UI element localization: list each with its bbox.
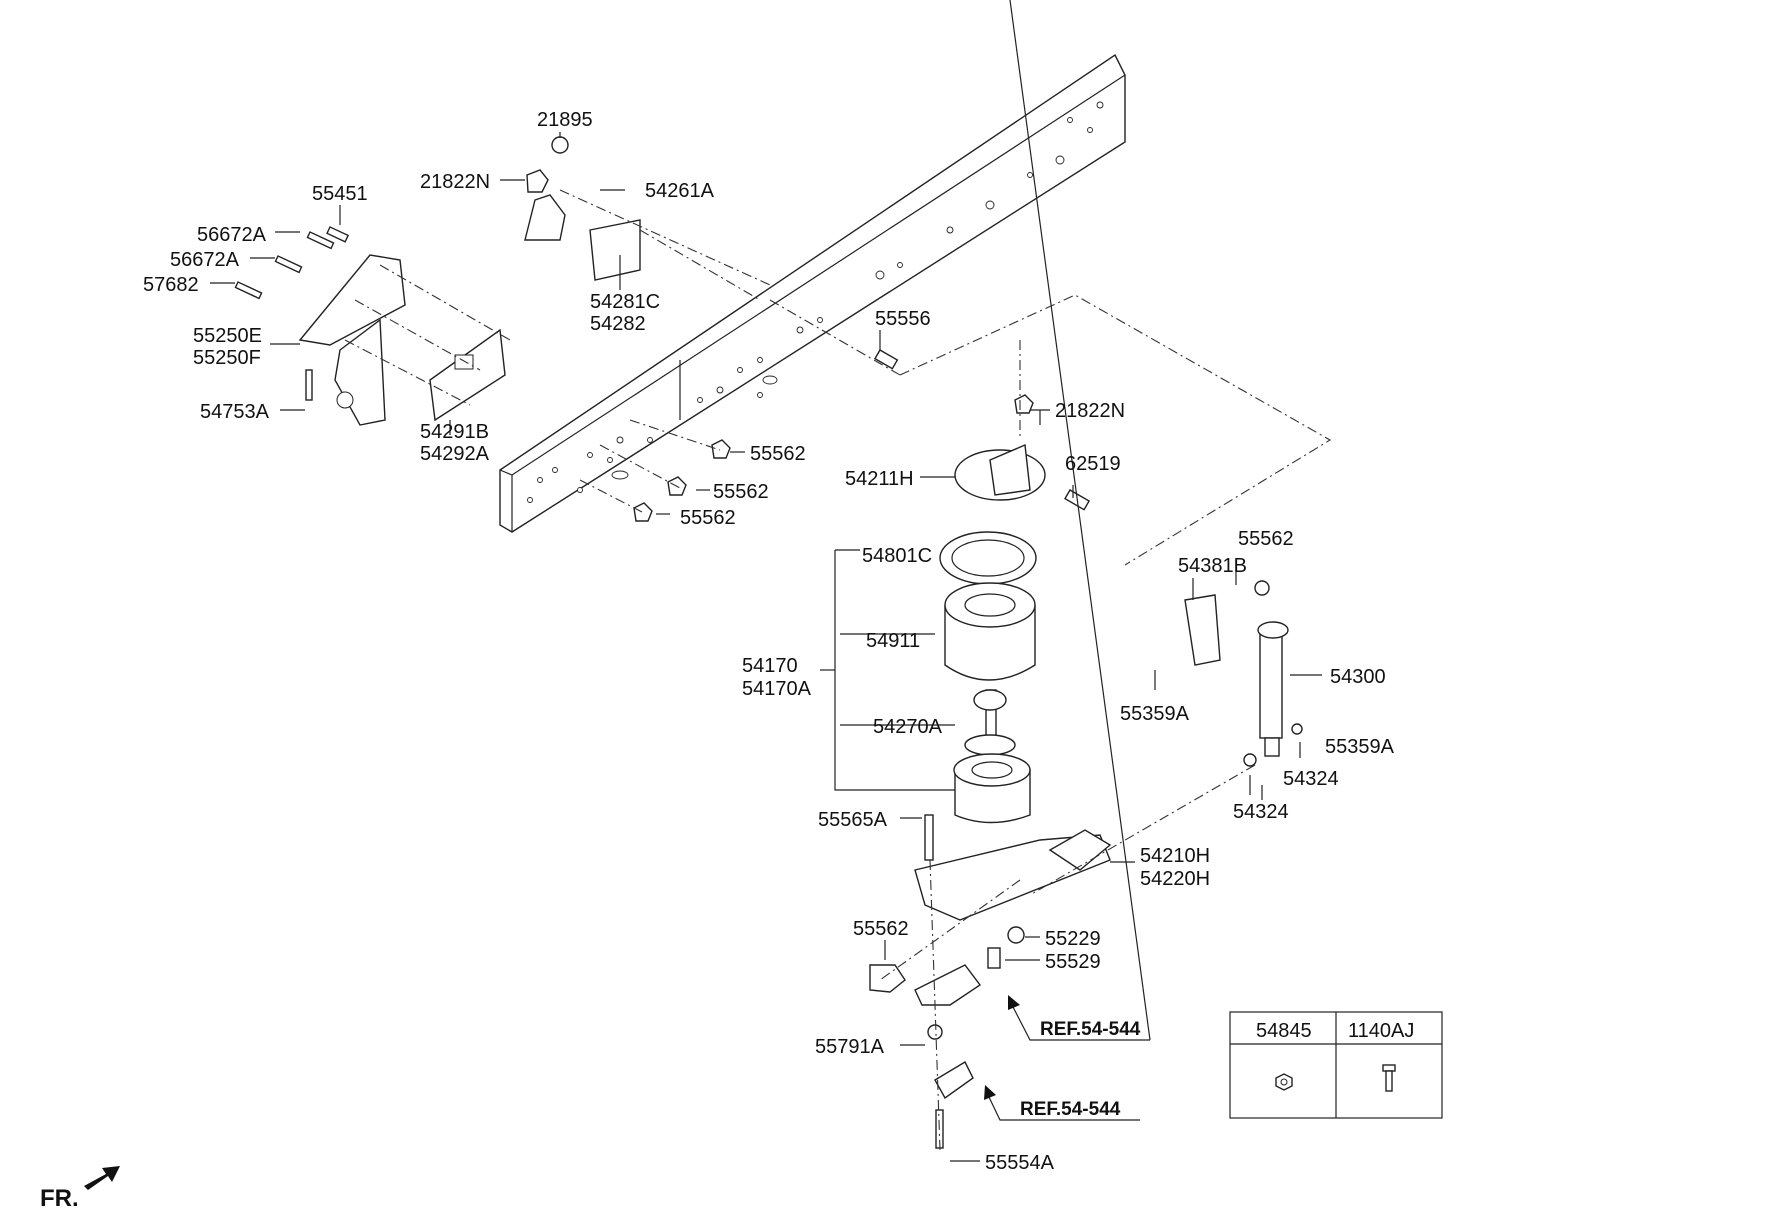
label-55554a: 55554A <box>985 1152 1055 1174</box>
label-55451: 55451 <box>312 183 368 205</box>
label-54801c: 54801C <box>862 545 932 567</box>
label-ref-54-544-2: REF.54-544 <box>1020 1099 1121 1120</box>
label-55229: 55229 <box>1045 928 1101 950</box>
label-54210h: 54210H <box>1140 845 1210 867</box>
label-54753a: 54753A <box>200 401 270 423</box>
label-55250e: 55250E <box>193 325 262 347</box>
label-ref-54-544-1: REF.54-544 <box>1040 1019 1141 1040</box>
label-54170: 54170 <box>742 655 798 677</box>
label-54324-1: 54324 <box>1283 768 1339 790</box>
front-hanger-bracket <box>298 254 506 426</box>
label-21822n-top: 21822N <box>420 171 490 193</box>
leader-lines <box>210 132 1322 1162</box>
label-55791a: 55791A <box>815 1036 885 1058</box>
label-55250f: 55250F <box>193 347 261 369</box>
bolt-icon <box>1382 1064 1396 1072</box>
label-54292a: 54292A <box>420 443 490 465</box>
label-55562-1: 55562 <box>750 443 806 465</box>
label-57682: 57682 <box>143 274 199 296</box>
label-54282: 54282 <box>590 313 646 335</box>
label-54324-2: 54324 <box>1233 801 1289 823</box>
label-55562-4: 55562 <box>1238 528 1294 550</box>
label-55359a-2: 55359A <box>1325 736 1395 758</box>
label-55562-5: 55562 <box>853 918 909 940</box>
label-55529: 55529 <box>1045 951 1101 973</box>
front-arrow-icon <box>84 1166 120 1190</box>
label-54300: 54300 <box>1330 666 1386 688</box>
label-55565a: 55565A <box>818 809 888 831</box>
label-54211h: 54211H <box>845 468 914 490</box>
upper-bracket-54261a <box>524 194 641 281</box>
label-55562-2: 55562 <box>713 481 769 503</box>
label-56672a-1: 56672A <box>197 224 267 246</box>
legend-col2-label: 1140AJ <box>1348 1020 1414 1042</box>
part-labels: 21895 21822N 54261A 55451 56672A 56672A … <box>143 109 1395 1174</box>
label-54261a: 54261A <box>645 180 715 202</box>
label-62519: 62519 <box>1065 453 1121 475</box>
legend-table: 54845 1140AJ <box>1229 1011 1443 1119</box>
label-54170a: 54170A <box>742 678 812 700</box>
front-direction-marker: FR. <box>40 1166 120 1211</box>
label-56672a-2: 56672A <box>170 249 240 271</box>
label-55359a-1: 55359A <box>1120 703 1190 725</box>
fr-label: FR. <box>40 1185 79 1211</box>
lower-spring-seat <box>869 814 1112 1149</box>
fasteners <box>234 136 1091 522</box>
label-55556: 55556 <box>875 308 931 330</box>
shock-absorber <box>1184 580 1303 767</box>
label-55562-3: 55562 <box>680 507 736 529</box>
air-spring-assembly <box>939 443 1046 824</box>
label-21822n-mid: 21822N <box>1055 400 1125 422</box>
label-54270a: 54270A <box>873 716 943 738</box>
ref-arrows <box>984 0 1151 1121</box>
label-54911: 54911 <box>866 630 920 652</box>
label-54291b: 54291B <box>420 421 489 443</box>
label-54281c: 54281C <box>590 291 660 313</box>
label-54381b: 54381B <box>1178 555 1247 577</box>
label-21895: 21895 <box>537 109 593 131</box>
label-54220h: 54220H <box>1140 868 1210 890</box>
legend-col1-label: 54845 <box>1256 1020 1312 1042</box>
dashdot-lines <box>344 189 1332 1151</box>
frame-rail <box>499 53 1126 533</box>
